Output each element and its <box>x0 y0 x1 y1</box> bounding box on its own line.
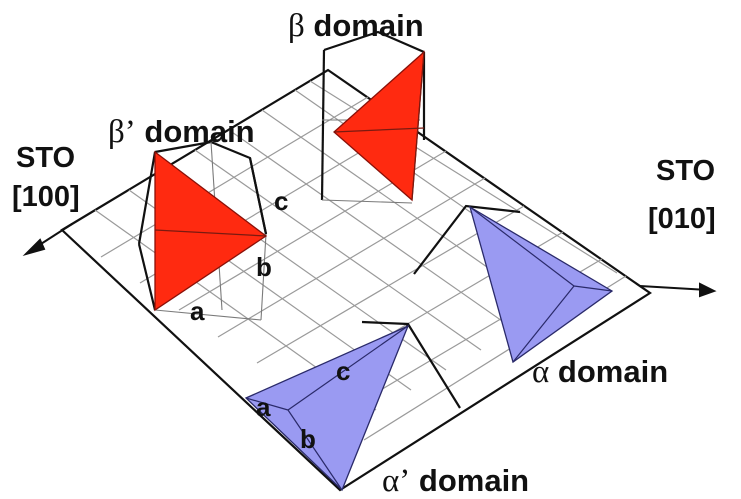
grid-line <box>309 80 618 274</box>
beta-cell-frame <box>320 30 426 201</box>
sto-010-arrowhead <box>699 282 717 298</box>
alpha-prime-domain-cell <box>244 320 461 492</box>
substrate-outline <box>60 68 652 492</box>
beta-prime-cell-frame <box>137 140 268 311</box>
alpha-domain-cell <box>413 204 614 364</box>
axis-arrows <box>22 223 717 298</box>
beta-domain-cell <box>320 30 426 204</box>
grid-line <box>194 149 482 351</box>
sto-010-arrow <box>639 285 709 291</box>
beta-prime-tetrahedron <box>154 150 268 312</box>
alpha-prime-domain-label: α’ domain <box>382 463 529 499</box>
alpha-prime-edge-b: b <box>300 424 316 454</box>
sto-100-label-line1: STO <box>16 142 75 174</box>
beta-prime-domain-cell <box>137 140 268 321</box>
alpha-prime-edge-c: c <box>336 356 350 386</box>
beta-prime-edge-c: c <box>274 186 288 216</box>
beta-domain-label: β domain <box>288 8 424 44</box>
alpha-tetrahedron <box>468 205 614 364</box>
grid-line <box>228 129 516 331</box>
alpha-domain-label: α domain <box>532 354 668 390</box>
grid-line <box>217 177 486 338</box>
sto-010-label-line1: STO <box>656 155 715 187</box>
alpha-prime-edge-a: a <box>256 392 271 422</box>
alpha-cell-frame <box>413 204 521 275</box>
beta-prime-edge-b: b <box>256 252 272 282</box>
alpha-prime-tetrahedron <box>244 324 410 492</box>
sto-010-label-line2: [010] <box>648 203 716 235</box>
beta-prime-edge-a: a <box>190 296 205 326</box>
beta-tetrahedron <box>333 50 425 202</box>
beta-prime-domain-label: β’ domain <box>108 114 255 150</box>
sto-100-arrowhead <box>22 238 46 256</box>
sto-100-label-line2: [100] <box>12 181 80 213</box>
